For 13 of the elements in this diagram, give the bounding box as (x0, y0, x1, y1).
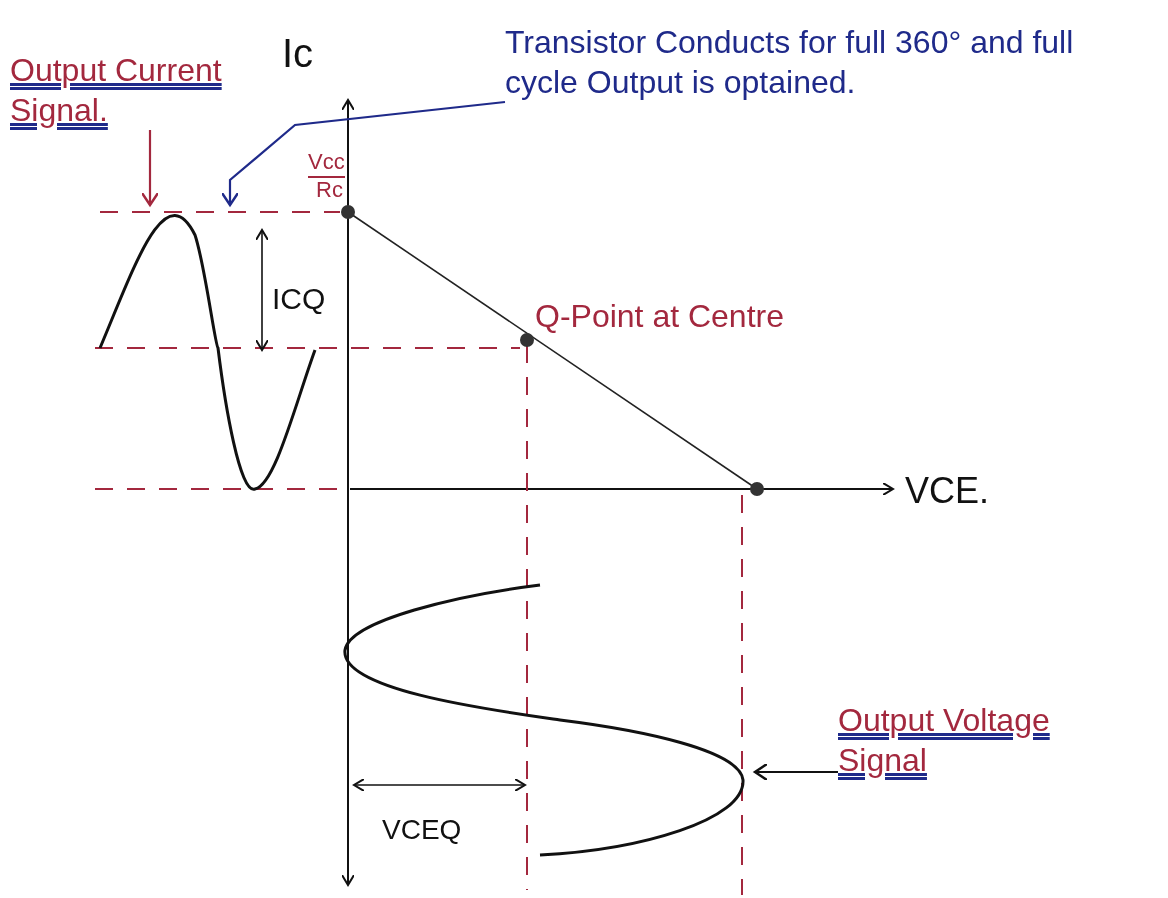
dimension-label: VCEQ (382, 813, 462, 847)
arrow (753, 762, 838, 782)
annotation-note: Output Voltage Signal (838, 700, 1138, 780)
arrow (140, 130, 160, 207)
dimension-label: ICQ (272, 281, 326, 317)
point-label: Q-Point at Centre (535, 297, 785, 336)
annotation-note: Output Current Signal. (10, 50, 280, 130)
arrow (220, 100, 506, 207)
axis-label: VCE. (905, 469, 990, 513)
annotation-note: Transistor Conducts for full 360° and full cycle Output is optained. (505, 22, 1145, 102)
fraction-numerator: Vcc (308, 148, 345, 178)
fraction-denominator: Rc (316, 176, 343, 204)
axis-label: Ic (282, 30, 314, 77)
